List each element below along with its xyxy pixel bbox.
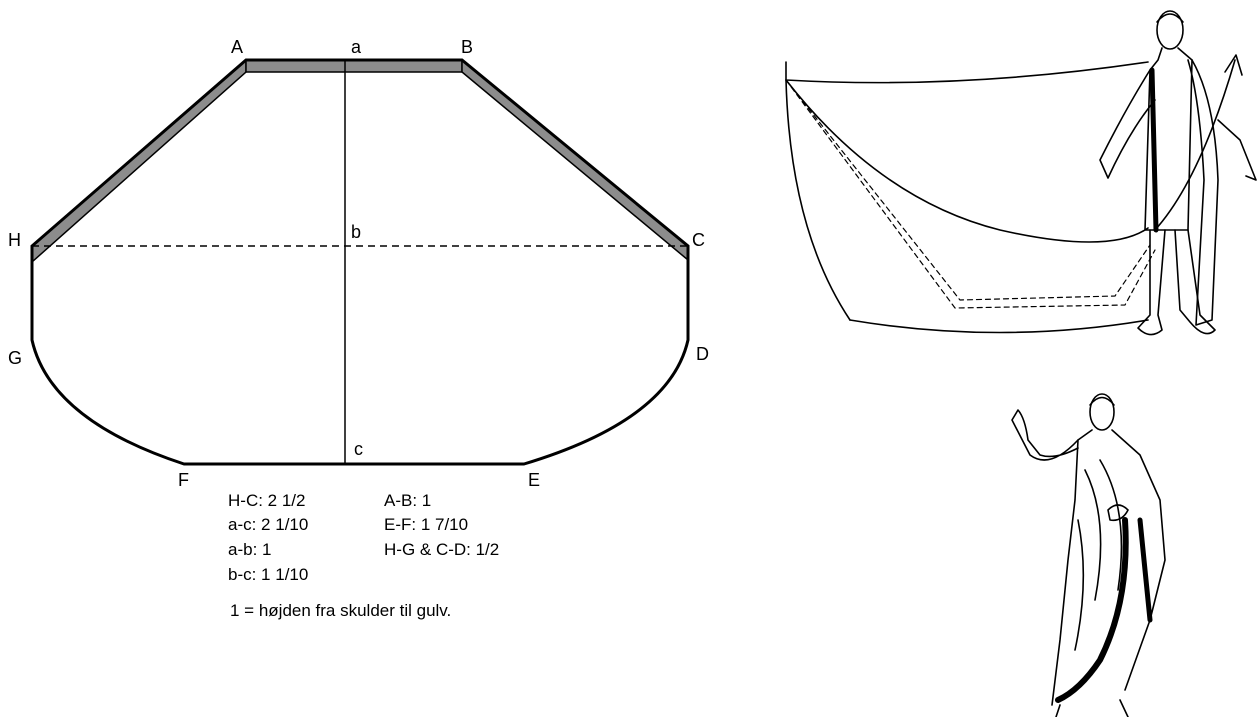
figure-head-2 bbox=[1089, 393, 1115, 431]
band-left-diagonal bbox=[31, 58, 247, 264]
figure-head bbox=[1156, 10, 1184, 50]
measurement-e-f: E-F: 1 7/10 bbox=[384, 515, 468, 534]
label-b: b bbox=[351, 222, 361, 242]
measurements-left: H-C: 2 1/2 a-c: 2 1/10 a-b: 1 b-c: 1 1/1… bbox=[228, 491, 308, 584]
label-a: a bbox=[351, 37, 362, 57]
band-right-diagonal bbox=[461, 58, 689, 262]
measurement-a-b-upper: A-B: 1 bbox=[384, 491, 431, 510]
label-G: G bbox=[8, 348, 22, 368]
toga-unfolded-illustration bbox=[785, 10, 1257, 336]
label-C: C bbox=[692, 230, 705, 250]
band-top bbox=[245, 59, 463, 73]
label-E: E bbox=[528, 470, 540, 490]
toga-worn-illustration bbox=[1011, 393, 1166, 717]
measurement-a-b: a-b: 1 bbox=[228, 540, 271, 559]
top-edge-band bbox=[31, 58, 689, 264]
label-F: F bbox=[178, 470, 189, 490]
label-H: H bbox=[8, 230, 21, 250]
measurement-h-c: H-C: 2 1/2 bbox=[228, 491, 305, 510]
pattern-outline bbox=[30, 58, 690, 466]
measurement-h-g-c-d: H-G & C-D: 1/2 bbox=[384, 540, 499, 559]
unit-note: 1 = højden fra skulder til gulv. bbox=[230, 601, 451, 620]
measurements-right: A-B: 1 E-F: 1 7/10 H-G & C-D: 1/2 bbox=[384, 491, 499, 559]
label-c: c bbox=[354, 439, 363, 459]
label-D: D bbox=[696, 344, 709, 364]
label-A: A bbox=[231, 37, 243, 57]
measurement-b-c: b-c: 1 1/10 bbox=[228, 565, 308, 584]
label-B: B bbox=[461, 37, 473, 57]
measurement-a-c: a-c: 2 1/10 bbox=[228, 515, 308, 534]
